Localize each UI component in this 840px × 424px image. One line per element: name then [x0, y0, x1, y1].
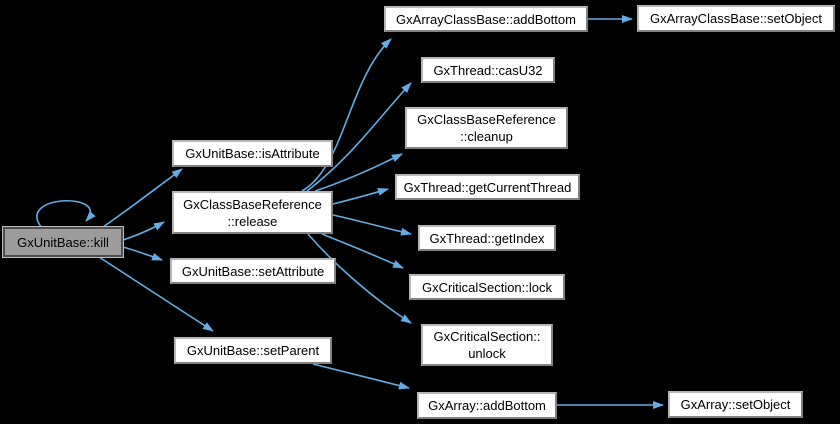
edge-kill-to-is-attribute [102, 168, 183, 228]
edge-release-to-get-current-thread [332, 187, 389, 205]
edge-kill-to-set-attribute [122, 246, 163, 261]
node-gxcriticalsection-unlock[interactable]: GxCriticalSection:: unlock [421, 324, 553, 366]
node-gxarray-add-bottom[interactable]: GxArray::addBottom [417, 392, 557, 419]
edge-set-parent-to-array-add-bottom [312, 363, 410, 390]
node-gxthread-cas-u32[interactable]: GxThread::casU32 [421, 57, 555, 83]
node-gxunitbase-is-attribute[interactable]: GxUnitBase::isAttribute [172, 140, 333, 167]
node-gxunitbase-set-parent[interactable]: GxUnitBase::setParent [174, 337, 332, 364]
node-gxclassbasereference-release[interactable]: GxClassBaseReference ::release [172, 191, 333, 234]
node-gxunitbase-kill: GxUnitBase::kill [3, 227, 123, 257]
node-gxarray-set-object[interactable]: GxArray::setObject [668, 391, 803, 418]
node-gxarrayclassbase-add-bottom[interactable]: GxArrayClassBase::addBottom [384, 6, 588, 32]
edge-kill-to-release [122, 221, 165, 241]
node-gxunitbase-set-attribute[interactable]: GxUnitBase::setAttribute [170, 258, 336, 284]
node-gxcriticalsection-lock[interactable]: GxCriticalSection::lock [409, 274, 565, 300]
node-gxarrayclassbase-set-object[interactable]: GxArrayClassBase::setObject [637, 5, 835, 32]
edge-kill-self-loop [36, 200, 96, 229]
edge-release-to-array-class-base-add-bottom [301, 38, 392, 192]
node-gxthread-get-index[interactable]: GxThread::getIndex [418, 225, 556, 251]
node-gxthread-get-current-thread[interactable]: GxThread::getCurrentThread [395, 174, 580, 200]
edge-release-to-get-index [332, 214, 412, 236]
node-gxclassbasereference-cleanup[interactable]: GxClassBaseReference ::cleanup [405, 107, 568, 149]
